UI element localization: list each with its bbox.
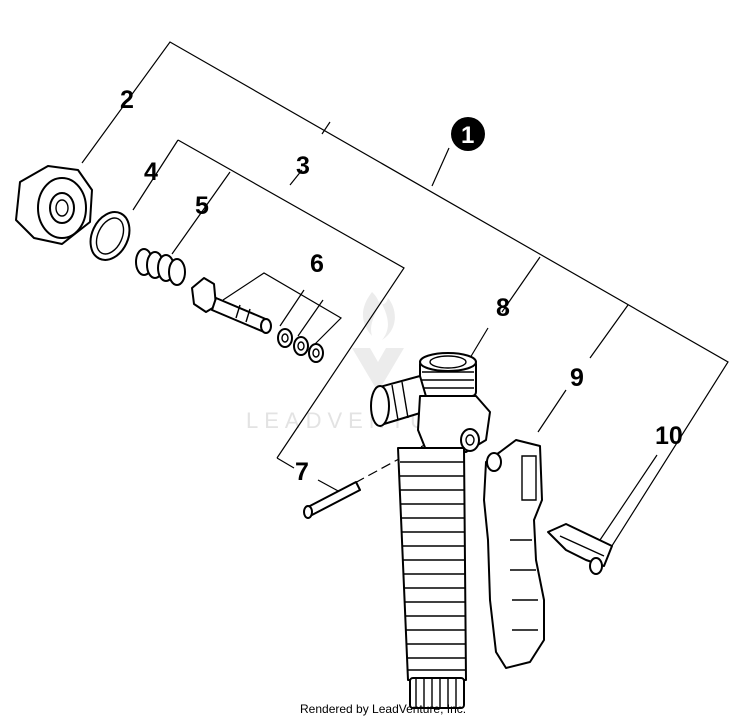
leader-lines [81,41,729,569]
small-o-rings [277,328,324,363]
watermark-flame-icon [362,292,395,340]
callout-2: 2 [120,86,134,114]
clip [547,523,613,575]
callout-1-badge [451,117,485,151]
callout-3: 3 [296,152,310,180]
watermark-v-icon [352,348,404,392]
callout-5: 5 [195,192,209,220]
handle [483,439,545,669]
callout-10: 10 [655,422,683,450]
valve-stem [191,277,272,334]
footer-credit: Rendered by LeadVenture, Inc. [300,702,466,716]
spring [135,248,186,286]
hose-nut [15,165,93,245]
valve-body-hose [370,352,491,709]
callout-labels: 1 2 3 4 5 6 7 8 9 10 [120,86,683,486]
pivot-pin [303,481,361,519]
callout-6: 6 [310,250,324,278]
callout-8: 8 [496,294,510,322]
hose-ribs [400,461,466,671]
callout-4: 4 [144,158,158,186]
callout-7: 7 [295,458,309,486]
callout-9: 9 [570,364,584,392]
callout-1: 1 [461,122,474,149]
o-ring-large [89,211,131,261]
